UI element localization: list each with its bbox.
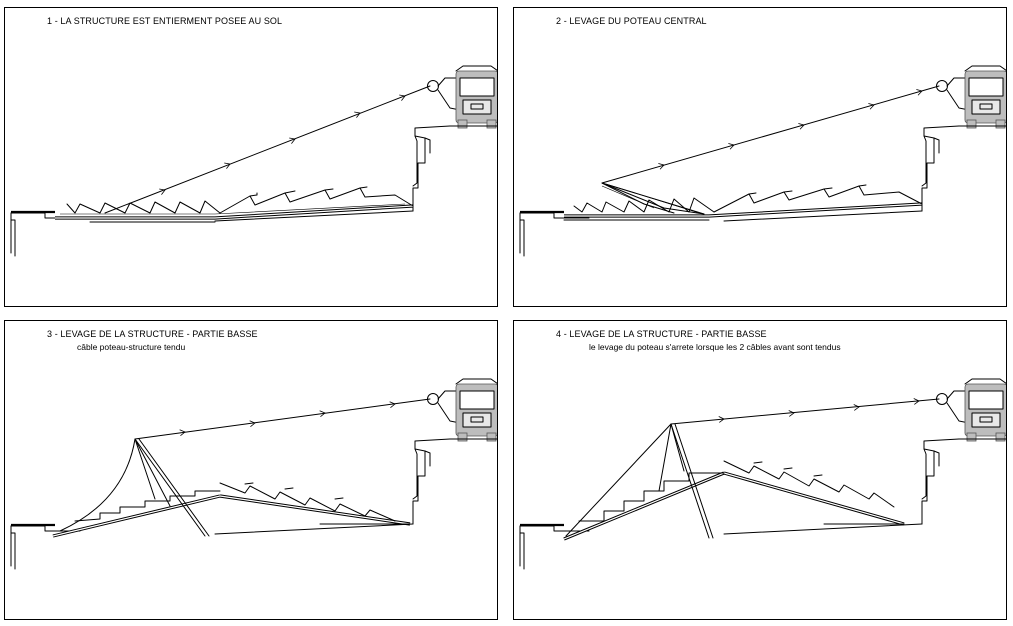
panel-subtitle: câble poteau-structure tendu xyxy=(77,342,186,352)
panel-step-3: 3 - LEVAGE DE LA STRUCTURE - PARTIE BASS… xyxy=(4,320,498,620)
panel-title: 3 - LEVAGE DE LA STRUCTURE - PARTIE BASS… xyxy=(47,329,258,339)
diagram-step-2 xyxy=(519,65,1006,257)
diagram-step-4 xyxy=(519,378,1006,570)
crane-truck-icon xyxy=(427,65,497,129)
panel-title: 1 - LA STRUCTURE EST ENTIERMENT POSEE AU… xyxy=(47,16,283,26)
panel-step-1: 1 - LA STRUCTURE EST ENTIERMENT POSEE AU… xyxy=(4,7,498,307)
crane-truck-icon xyxy=(936,65,1006,129)
panel-title: 2 - LEVAGE DU POTEAU CENTRAL xyxy=(556,16,707,26)
diagram-step-3 xyxy=(10,378,497,570)
panel-title: 4 - LEVAGE DE LA STRUCTURE - PARTIE BASS… xyxy=(556,329,767,339)
crane-truck-icon xyxy=(936,378,1006,442)
panel-step-2: 2 - LEVAGE DU POTEAU CENTRAL xyxy=(513,7,1007,307)
crane-truck-icon xyxy=(427,378,497,442)
panel-subtitle: le levage du poteau s'arrete lorsque les… xyxy=(589,342,841,352)
panel-step-4: 4 - LEVAGE DE LA STRUCTURE - PARTIE BASS… xyxy=(513,320,1007,620)
diagram-step-1 xyxy=(10,65,497,257)
